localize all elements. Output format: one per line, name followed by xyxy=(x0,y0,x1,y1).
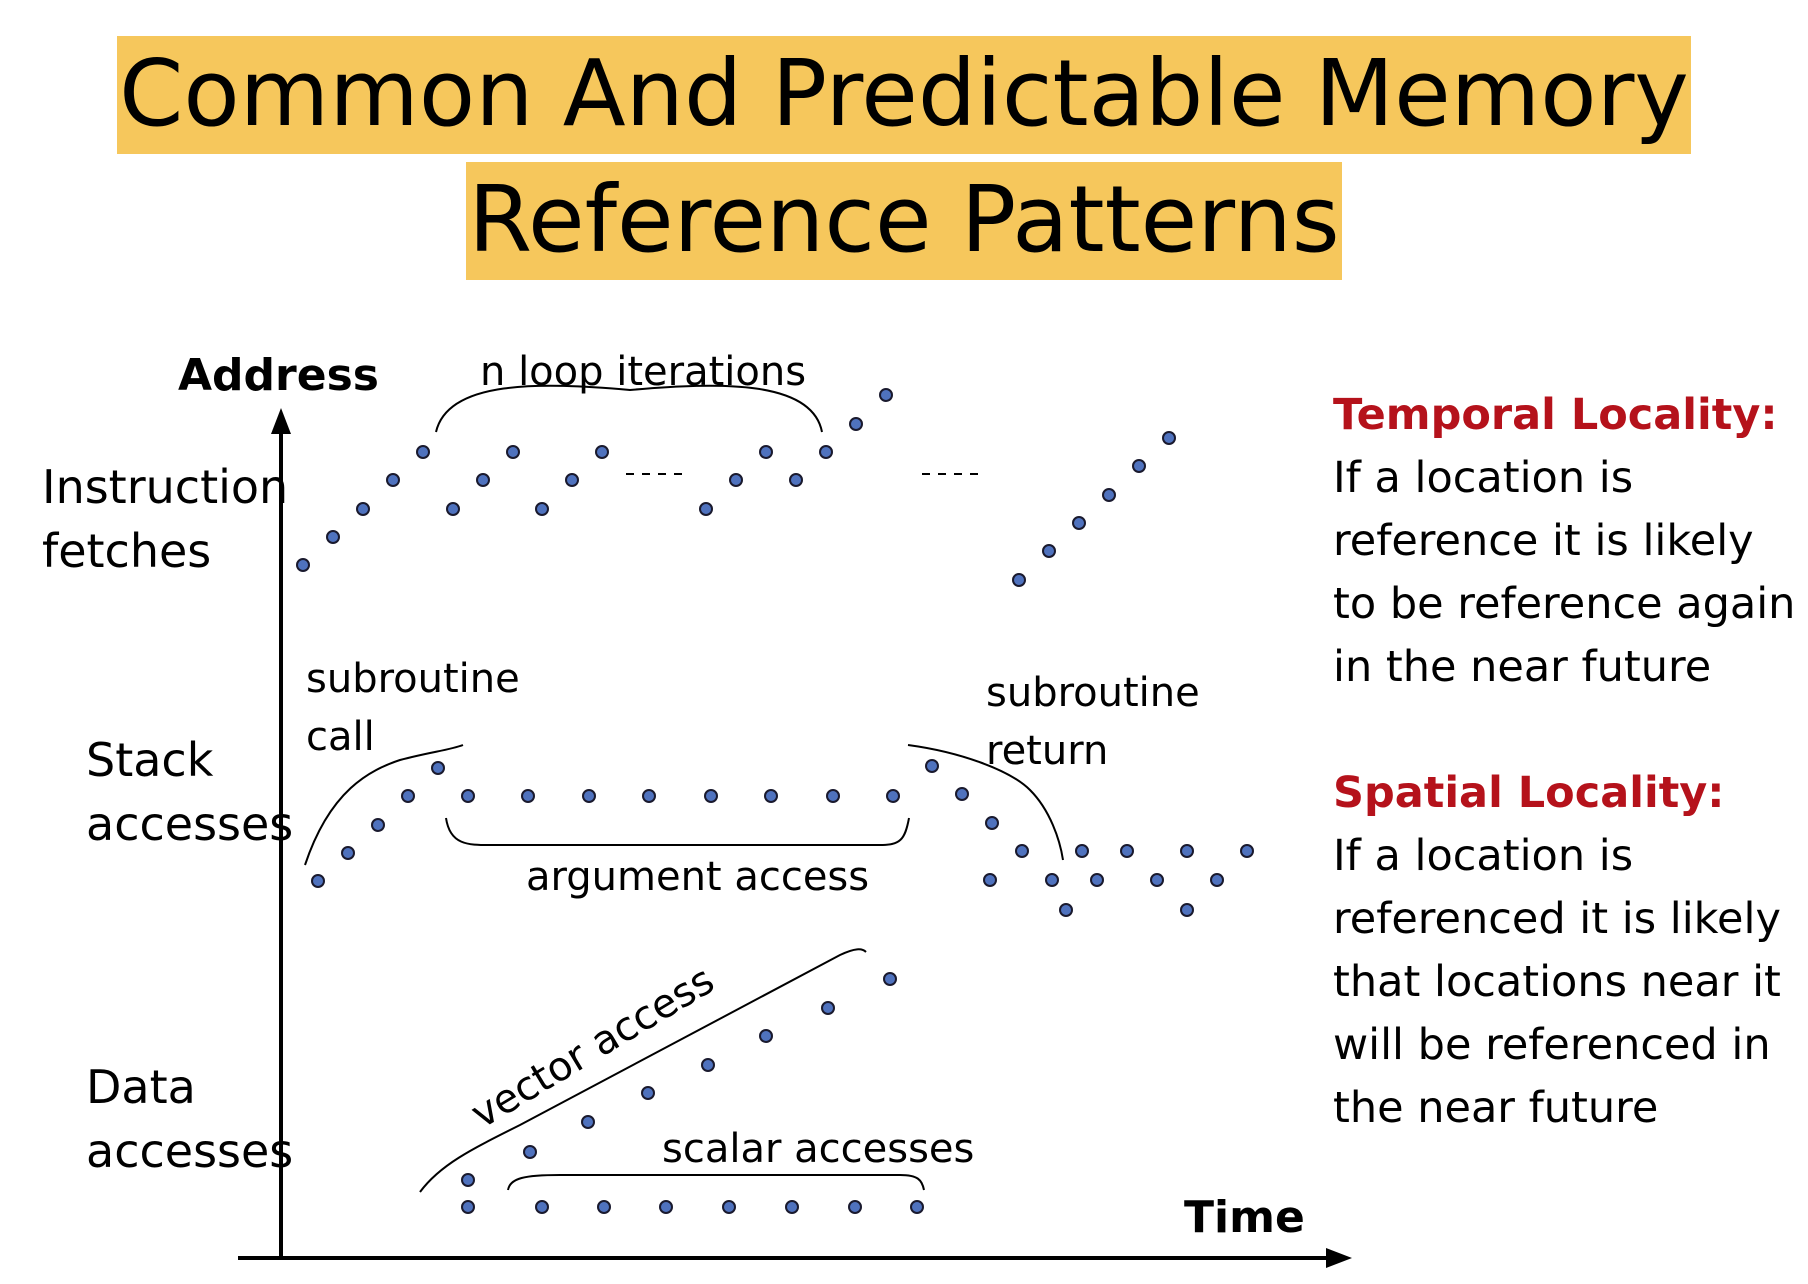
spatial-body: If a location is referenced it is likely… xyxy=(1333,831,1781,1133)
subroutine-return-label: subroutine return xyxy=(986,670,1200,774)
access-dot xyxy=(1162,431,1176,445)
scalar-brace xyxy=(507,1174,925,1191)
access-dot xyxy=(597,1200,611,1214)
x-axis-label: Time xyxy=(1184,1192,1305,1243)
access-dot xyxy=(565,473,579,487)
access-dot xyxy=(826,789,840,803)
access-dot xyxy=(886,789,900,803)
access-dot xyxy=(461,789,475,803)
access-dot xyxy=(461,1200,475,1214)
access-dot xyxy=(416,445,430,459)
y-axis-label: Address xyxy=(178,350,379,401)
access-dot xyxy=(821,1001,835,1015)
access-dot xyxy=(1075,844,1089,858)
access-dot xyxy=(506,445,520,459)
access-dot xyxy=(476,473,490,487)
access-dot xyxy=(446,502,460,516)
access-dot xyxy=(1210,873,1224,887)
loop-label: n loop iterations xyxy=(480,349,807,395)
access-dot xyxy=(819,445,833,459)
access-dot xyxy=(581,1115,595,1129)
access-dot xyxy=(848,1200,862,1214)
access-dot xyxy=(955,787,969,801)
access-dot xyxy=(296,558,310,572)
access-dot xyxy=(1045,873,1059,887)
access-dot xyxy=(1090,873,1104,887)
y-axis-arrowhead xyxy=(271,408,291,434)
access-dot xyxy=(704,789,718,803)
access-dot xyxy=(595,445,609,459)
access-dot xyxy=(985,816,999,830)
access-dots xyxy=(296,388,1254,1214)
access-dot xyxy=(764,789,778,803)
access-dot xyxy=(789,473,803,487)
loop-brace xyxy=(435,384,823,433)
access-dot xyxy=(883,972,897,986)
access-dot xyxy=(1072,516,1086,530)
subroutine-call-label: subroutine call xyxy=(306,656,520,760)
access-dot xyxy=(641,1086,655,1100)
access-dot xyxy=(1015,844,1029,858)
title-line-2: Reference Patterns xyxy=(0,162,1808,280)
access-dot xyxy=(535,502,549,516)
access-dot xyxy=(659,1200,673,1214)
spatial-heading: Spatial Locality: xyxy=(1333,768,1725,818)
argument-access-label: argument access xyxy=(526,854,870,900)
access-dot xyxy=(311,874,325,888)
access-dot xyxy=(910,1200,924,1214)
access-dot xyxy=(535,1200,549,1214)
access-dot xyxy=(461,1173,475,1187)
row-label-stack: Stack accesses xyxy=(86,733,294,851)
access-dot xyxy=(983,873,997,887)
temporal-heading: Temporal Locality: xyxy=(1333,390,1778,440)
access-dot xyxy=(341,846,355,860)
x-axis-arrowhead xyxy=(1326,1248,1352,1268)
return-brace xyxy=(907,744,1064,861)
access-dot xyxy=(925,759,939,773)
access-dot xyxy=(1012,573,1026,587)
vector-brace xyxy=(419,948,867,1193)
access-dot xyxy=(1240,844,1254,858)
scalar-accesses-label: scalar accesses xyxy=(662,1126,975,1172)
access-dot xyxy=(879,388,893,402)
access-dot xyxy=(1132,459,1146,473)
call-brace xyxy=(304,744,464,866)
access-dot xyxy=(1059,903,1073,917)
access-dot xyxy=(1120,844,1134,858)
access-dot xyxy=(785,1200,799,1214)
access-dot xyxy=(386,473,400,487)
access-dot xyxy=(356,502,370,516)
argument-brace xyxy=(445,817,910,846)
access-dot xyxy=(642,789,656,803)
access-dot xyxy=(401,789,415,803)
access-dot xyxy=(699,502,713,516)
access-dot xyxy=(521,789,535,803)
access-dot xyxy=(582,789,596,803)
temporal-locality-panel: Temporal Locality: If a location is refe… xyxy=(1333,384,1795,699)
access-dot xyxy=(1180,844,1194,858)
access-dot xyxy=(1180,903,1194,917)
row-label-data: Data accesses xyxy=(86,1060,294,1178)
access-dot xyxy=(326,530,340,544)
temporal-body: If a location is reference it is likely … xyxy=(1333,453,1796,692)
access-dot xyxy=(722,1200,736,1214)
access-dot xyxy=(759,445,773,459)
spatial-locality-panel: Spatial Locality: If a location is refer… xyxy=(1333,762,1781,1140)
access-dot xyxy=(701,1058,715,1072)
access-dot xyxy=(523,1145,537,1159)
access-dot xyxy=(849,417,863,431)
access-dot xyxy=(1150,873,1164,887)
access-dot xyxy=(371,818,385,832)
access-dot xyxy=(729,473,743,487)
title-line-1: Common And Predictable Memory xyxy=(0,36,1808,154)
access-dot xyxy=(1042,544,1056,558)
access-dot xyxy=(431,761,445,775)
access-dot xyxy=(1102,488,1116,502)
access-dot xyxy=(759,1029,773,1043)
row-label-instruction: Instruction fetches xyxy=(42,460,289,578)
